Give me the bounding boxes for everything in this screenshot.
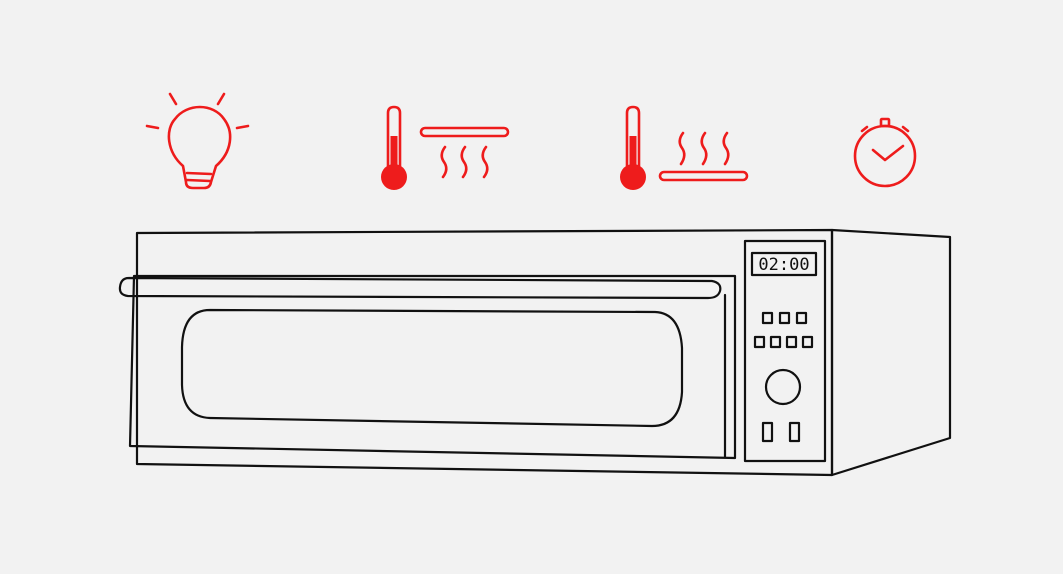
control-button[interactable] [769, 335, 782, 349]
stopwatch-icon [853, 117, 917, 188]
thermometer-icon [381, 105, 407, 190]
thermometer-icon [620, 105, 646, 190]
bottom-heating-element-icon [620, 105, 749, 190]
bottom-button-row [753, 335, 814, 349]
power-switch[interactable] [788, 421, 801, 443]
timer-display-text: 02:00 [758, 255, 809, 275]
oven-front-frame [135, 228, 834, 477]
control-button[interactable] [761, 311, 774, 325]
control-button[interactable] [795, 311, 808, 325]
top-button-row [761, 311, 808, 325]
timer-display: 02:00 [750, 251, 818, 277]
oven: 02:00 [118, 228, 952, 477]
lightbulb-icon [145, 92, 250, 190]
top-heating-element-icon [381, 105, 510, 190]
control-button[interactable] [785, 335, 798, 349]
oven-door[interactable] [128, 274, 737, 460]
control-knob[interactable] [764, 368, 802, 406]
oven-side-panel [830, 228, 952, 477]
door-handle[interactable] [118, 276, 722, 300]
oven-window [180, 308, 684, 428]
control-panel: 02:00 [743, 239, 827, 463]
control-button[interactable] [801, 335, 814, 349]
control-button[interactable] [753, 335, 766, 349]
power-switch[interactable] [761, 421, 774, 443]
control-button[interactable] [778, 311, 791, 325]
